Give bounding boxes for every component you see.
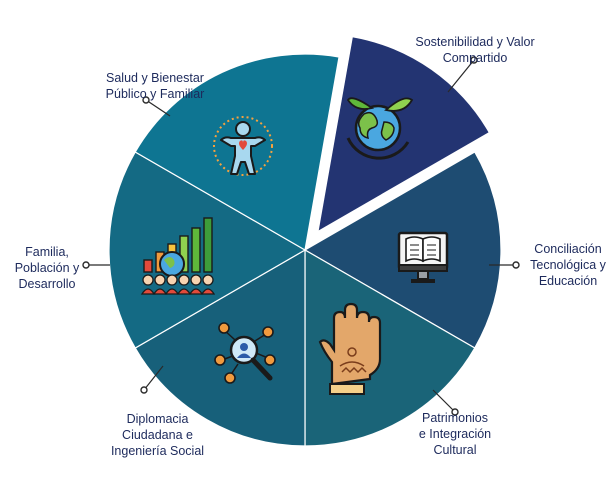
- leader-line-salud: [145, 99, 171, 117]
- leader-line-sostenibilidad: [447, 59, 475, 93]
- label-salud: Salud y Bienestar Público y Familiar: [105, 71, 205, 101]
- population-chart-icon: [140, 217, 216, 295]
- henna-hand-icon: [318, 302, 382, 395]
- network-magnifier-icon: [214, 322, 276, 384]
- leader-lines: [82, 56, 520, 416]
- leader-dot-patrimonios: [451, 408, 459, 416]
- label-diplomacia: Diplomacia Ciudadana e Ingeniería Social: [110, 412, 205, 458]
- monitor-book-icon: [397, 231, 449, 283]
- pie-slice-sostenibilidad: [318, 37, 489, 231]
- leader-dot-salud: [142, 96, 150, 104]
- pie-slice-diplomacia: [134, 248, 306, 447]
- label-sostenibilidad: Sostenibilidad y Valor Compartido: [415, 35, 535, 65]
- pie-slice-patrimonios: [304, 248, 476, 447]
- label-familia: Familia, Población y Desarrollo: [14, 245, 80, 291]
- person-heart-icon: [213, 116, 273, 176]
- leader-line-diplomacia: [143, 365, 164, 391]
- leader-dot-sostenibilidad: [470, 56, 478, 64]
- leader-dot-diplomacia: [140, 386, 148, 394]
- earth-with-leaves-icon: [346, 97, 414, 160]
- leader-dot-conciliacion: [512, 261, 520, 269]
- leader-dot-familia: [82, 261, 90, 269]
- leader-line-patrimonios: [432, 389, 456, 413]
- label-conciliacion: Conciliación Tecnológica y Educación: [530, 242, 606, 288]
- label-patrimonios: Patrimonios e Integración Cultural: [418, 411, 492, 457]
